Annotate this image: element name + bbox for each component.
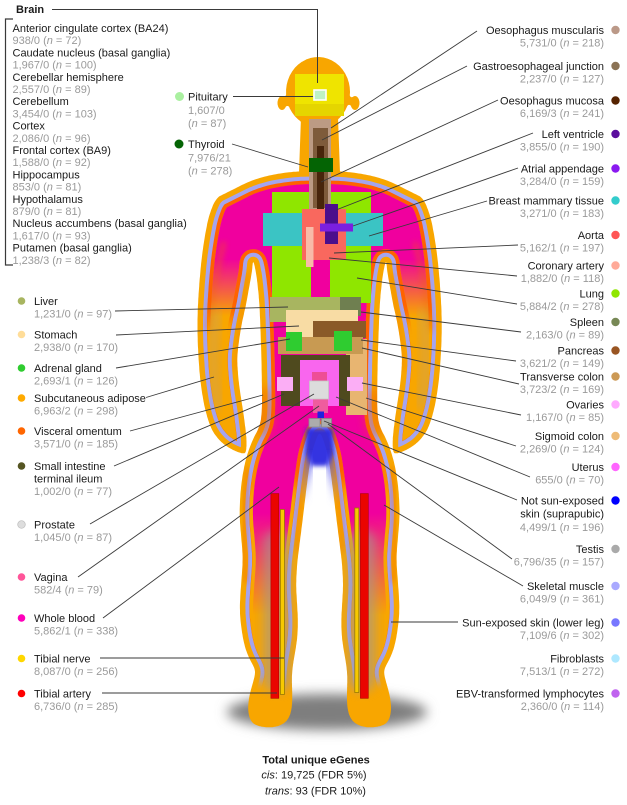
svg-text:Sigmoid colon: Sigmoid colon xyxy=(535,431,604,443)
svg-text:Coronary artery: Coronary artery xyxy=(528,261,605,273)
svg-text:1,882/0 (n = 118): 1,882/0 (n = 118) xyxy=(521,273,604,285)
svg-text:655/0 (n = 70): 655/0 (n = 70) xyxy=(535,475,604,487)
svg-text:1,617/0 (n = 93): 1,617/0 (n = 93) xyxy=(13,230,91,242)
svg-text:Hippocampus: Hippocampus xyxy=(13,169,81,181)
svg-text:Stomach: Stomach xyxy=(34,330,77,342)
svg-text:1,238/3 (n = 82): 1,238/3 (n = 82) xyxy=(13,255,91,267)
svg-text:1,967/0 (n = 100): 1,967/0 (n = 100) xyxy=(13,60,97,72)
svg-text:1,231/0 (n = 97): 1,231/0 (n = 97) xyxy=(34,309,112,321)
svg-text:Prostate: Prostate xyxy=(34,520,75,532)
svg-text:Anterior cingulate cortex (BA2: Anterior cingulate cortex (BA24) xyxy=(13,23,169,35)
svg-text:(n = 278): (n = 278) xyxy=(188,166,232,178)
svg-text:(n = 87): (n = 87) xyxy=(188,118,226,130)
svg-text:trans: 93 (FDR 10%): trans: 93 (FDR 10%) xyxy=(265,786,366,798)
svg-text:Oesophagus mucosa: Oesophagus mucosa xyxy=(500,96,605,108)
svg-text:2,163/0 (n = 89): 2,163/0 (n = 89) xyxy=(526,330,604,342)
svg-text:Left ventricle: Left ventricle xyxy=(542,129,604,141)
svg-text:5,731/0 (n = 218): 5,731/0 (n = 218) xyxy=(520,38,604,50)
svg-text:Fibroblasts: Fibroblasts xyxy=(550,654,604,666)
svg-text:3,271/0 (n = 183): 3,271/0 (n = 183) xyxy=(520,208,604,220)
svg-text:6,736/0 (n = 285): 6,736/0 (n = 285) xyxy=(34,701,118,713)
svg-text:4,499/1 (n = 196): 4,499/1 (n = 196) xyxy=(520,522,604,534)
svg-text:2,360/0 (n = 114): 2,360/0 (n = 114) xyxy=(521,701,604,713)
svg-text:938/0 (n = 72): 938/0 (n = 72) xyxy=(13,35,82,47)
svg-text:Atrial appendage: Atrial appendage xyxy=(521,164,604,176)
svg-text:879/0 (n = 81): 879/0 (n = 81) xyxy=(13,206,82,218)
svg-text:3,723/2 (n = 169): 3,723/2 (n = 169) xyxy=(520,384,604,396)
svg-text:Cerebellum: Cerebellum xyxy=(13,96,69,108)
svg-text:6,049/9 (n = 361): 6,049/9 (n = 361) xyxy=(520,594,604,606)
svg-text:Aorta: Aorta xyxy=(578,230,605,242)
svg-text:Not sun-exposed: Not sun-exposed xyxy=(521,496,604,508)
svg-text:Brain: Brain xyxy=(16,4,44,16)
svg-text:Whole blood: Whole blood xyxy=(34,613,95,625)
svg-text:5,884/2 (n = 278): 5,884/2 (n = 278) xyxy=(520,301,604,313)
svg-text:3,571/0 (n = 185): 3,571/0 (n = 185) xyxy=(34,439,118,451)
svg-text:3,284/0 (n = 159): 3,284/0 (n = 159) xyxy=(520,176,604,188)
svg-text:7,976/21: 7,976/21 xyxy=(188,152,231,164)
svg-text:Liver: Liver xyxy=(34,296,58,308)
svg-text:2,938/0 (n = 170): 2,938/0 (n = 170) xyxy=(34,342,118,354)
svg-text:Lung: Lung xyxy=(580,289,604,301)
svg-text:Hypothalamus: Hypothalamus xyxy=(13,194,84,206)
svg-text:1,588/0 (n = 92): 1,588/0 (n = 92) xyxy=(13,157,91,169)
svg-text:Visceral omentum: Visceral omentum xyxy=(34,426,122,438)
svg-text:Pituitary: Pituitary xyxy=(188,92,228,104)
svg-text:1,002/0 (n = 77): 1,002/0 (n = 77) xyxy=(34,486,112,498)
svg-text:Vagina: Vagina xyxy=(34,572,68,584)
svg-text:6,796/35 (n = 157): 6,796/35 (n = 157) xyxy=(514,557,604,569)
svg-text:Transverse colon: Transverse colon xyxy=(520,372,604,384)
svg-text:1,045/0 (n = 87): 1,045/0 (n = 87) xyxy=(34,532,112,544)
svg-text:cis: 19,725 (FDR 5%): cis: 19,725 (FDR 5%) xyxy=(261,770,366,782)
svg-text:Frontal cortex (BA9): Frontal cortex (BA9) xyxy=(13,145,111,157)
svg-text:5,162/1 (n = 197): 5,162/1 (n = 197) xyxy=(520,243,604,255)
svg-text:Cortex: Cortex xyxy=(13,121,46,133)
svg-text:2,086/0 (n = 96): 2,086/0 (n = 96) xyxy=(13,133,91,145)
svg-text:Caudate nucleus (basal ganglia: Caudate nucleus (basal ganglia) xyxy=(13,47,171,59)
svg-text:Subcutaneous adipose: Subcutaneous adipose xyxy=(34,393,146,405)
svg-text:Putamen (basal ganglia): Putamen (basal ganglia) xyxy=(13,243,132,255)
svg-text:7,109/6 (n = 302): 7,109/6 (n = 302) xyxy=(520,630,604,642)
svg-text:1,167/0 (n = 85): 1,167/0 (n = 85) xyxy=(526,412,604,424)
svg-text:Adrenal gland: Adrenal gland xyxy=(34,363,102,375)
svg-text:terminal ileum: terminal ileum xyxy=(34,473,102,485)
svg-text:Testis: Testis xyxy=(576,544,605,556)
svg-text:Cerebellar hemisphere: Cerebellar hemisphere xyxy=(13,72,124,84)
svg-text:2,237/0 (n = 127): 2,237/0 (n = 127) xyxy=(520,74,604,86)
svg-text:Spleen: Spleen xyxy=(570,317,604,329)
svg-text:Total unique eGenes: Total unique eGenes xyxy=(262,755,369,767)
svg-text:2,693/1 (n = 126): 2,693/1 (n = 126) xyxy=(34,376,118,388)
svg-text:Breast mammary tissue: Breast mammary tissue xyxy=(488,196,604,208)
svg-text:8,087/0 (n = 256): 8,087/0 (n = 256) xyxy=(34,666,118,678)
svg-text:Tibial artery: Tibial artery xyxy=(34,689,92,701)
svg-text:2,269/0 (n = 124): 2,269/0 (n = 124) xyxy=(520,444,604,456)
svg-text:Pancreas: Pancreas xyxy=(558,346,605,358)
svg-text:Sun-exposed skin (lower leg): Sun-exposed skin (lower leg) xyxy=(462,618,604,630)
svg-text:Tibial nerve: Tibial nerve xyxy=(34,654,90,666)
svg-text:7,513/1 (n = 272): 7,513/1 (n = 272) xyxy=(520,666,604,678)
svg-text:3,855/0 (n = 190): 3,855/0 (n = 190) xyxy=(520,142,604,154)
svg-text:skin (suprapubic): skin (suprapubic) xyxy=(520,509,604,521)
svg-text:Uterus: Uterus xyxy=(572,462,605,474)
svg-text:3,454/0 (n = 103): 3,454/0 (n = 103) xyxy=(13,108,97,120)
svg-text:Gastroesophageal junction: Gastroesophageal junction xyxy=(473,61,604,73)
svg-text:Oesophagus muscularis: Oesophagus muscularis xyxy=(486,25,605,37)
svg-text:853/0 (n = 81): 853/0 (n = 81) xyxy=(13,182,82,194)
svg-text:582/4 (n = 79): 582/4 (n = 79) xyxy=(34,585,103,597)
svg-text:6,963/2 (n = 298): 6,963/2 (n = 298) xyxy=(34,406,118,418)
svg-text:Skeletal muscle: Skeletal muscle xyxy=(527,581,604,593)
svg-text:6,169/3 (n = 241): 6,169/3 (n = 241) xyxy=(520,108,604,120)
svg-text:1,607/0: 1,607/0 xyxy=(188,105,225,117)
svg-text:Nucleus accumbens (basal gangl: Nucleus accumbens (basal ganglia) xyxy=(13,218,187,230)
svg-text:Small intestine: Small intestine xyxy=(34,461,106,473)
svg-text:3,621/2 (n = 149): 3,621/2 (n = 149) xyxy=(520,358,604,370)
svg-text:EBV-transformed lymphocytes: EBV-transformed lymphocytes xyxy=(456,689,604,701)
svg-text:Thyroid: Thyroid xyxy=(188,139,225,151)
svg-text:2,557/0 (n = 89): 2,557/0 (n = 89) xyxy=(13,84,91,96)
svg-text:5,862/1 (n = 338): 5,862/1 (n = 338) xyxy=(34,626,118,638)
svg-text:Ovaries: Ovaries xyxy=(566,400,604,412)
